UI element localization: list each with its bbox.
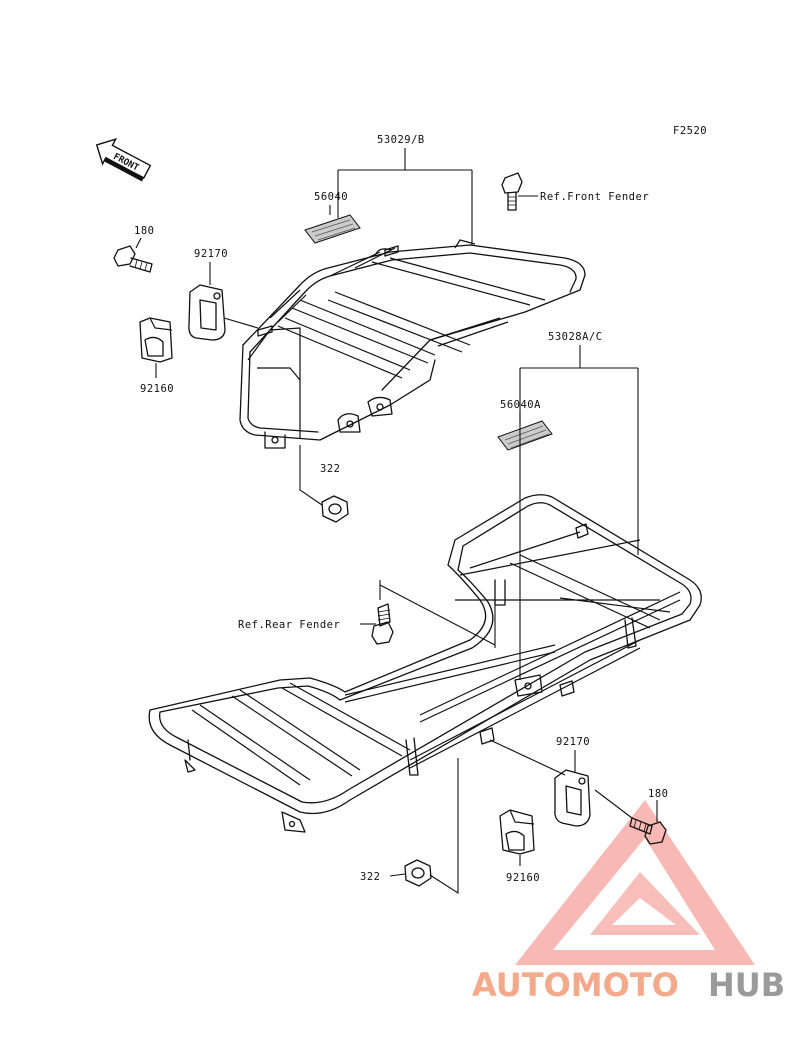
rear-fender-bolt: [371, 603, 394, 645]
left-bolt: [113, 245, 153, 273]
watermark-text-part1: AUTOMOTO: [472, 966, 679, 1004]
label-ref-rear-fender: Ref.Rear Fender: [238, 619, 340, 631]
label-damper-right: 92160: [506, 872, 540, 884]
front-arrow-icon: FRONT: [95, 138, 152, 182]
right-bolt: [629, 817, 667, 845]
label-clamp-left: 92170: [194, 248, 228, 260]
left-clamp: [188, 284, 226, 341]
right-clamp: [554, 769, 591, 827]
rear-decal: [497, 420, 553, 451]
front-decal: [304, 214, 361, 244]
watermark-text-part2: HUB: [708, 966, 785, 1004]
label-rear-carrier: 53028A/C: [548, 331, 603, 343]
label-clamp-right: 92170: [556, 736, 590, 748]
label-bolt-left: 180: [134, 225, 154, 237]
label-nut-lower: 322: [360, 871, 380, 883]
label-bolt-right: 180: [648, 788, 668, 800]
lower-nut: [404, 859, 432, 887]
right-damper: [499, 809, 535, 855]
figure-code: F2520: [673, 125, 707, 137]
rear-carrier: [148, 494, 702, 833]
front-carrier: [239, 239, 586, 449]
label-damper-left: 92160: [140, 383, 174, 395]
watermark: AUTOMOTO HUB: [472, 966, 785, 1004]
upper-nut: [321, 495, 349, 523]
left-damper: [139, 317, 173, 363]
label-rear-decal: 56040A: [500, 399, 541, 411]
front-fender-bolt: [501, 172, 523, 211]
label-ref-front-fender: Ref.Front Fender: [540, 191, 649, 203]
label-front-decal: 56040: [314, 191, 348, 203]
label-front-carrier: 53029/B: [377, 134, 425, 146]
leader-lines: [135, 148, 658, 895]
watermark-logo: [515, 800, 755, 965]
part-labels: 53029/B 56040 Ref.Front Fender 180 92170…: [134, 134, 668, 884]
label-nut-upper: 322: [320, 463, 340, 475]
